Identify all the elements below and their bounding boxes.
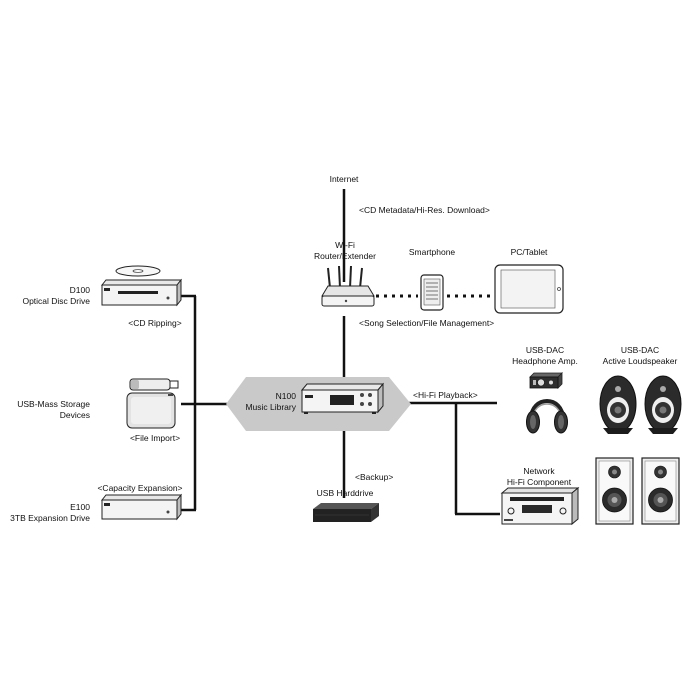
active-speaker-icon xyxy=(599,375,637,434)
internet-annotation: <CD Metadata/Hi-Res. Download> xyxy=(359,205,490,215)
e100-label-line2: 3TB Expansion Drive xyxy=(10,513,90,523)
headphones-icon xyxy=(526,399,568,434)
expansion-drive-icon xyxy=(100,493,183,521)
bookshelf-speaker-icon xyxy=(595,457,634,525)
hub-label-line1: N100 xyxy=(275,391,296,401)
d100-annotation: <CD Ripping> xyxy=(128,318,182,328)
hub-annotation: <Hi-Fi Playback> xyxy=(413,390,478,400)
bookshelf-speaker-icon xyxy=(641,457,680,525)
smartphone-label: Smartphone xyxy=(408,247,456,257)
router-annotation: <Song Selection/File Management> xyxy=(359,318,495,328)
headphone-amp-icon xyxy=(529,372,563,389)
router-icon xyxy=(321,265,375,307)
network-component-label-line2: Hi-Fi Component xyxy=(506,477,572,487)
active-speaker-icon xyxy=(644,375,682,434)
internet-label: Internet xyxy=(329,174,359,184)
usb-stick-icon xyxy=(129,378,179,391)
d100-label-line1: D100 xyxy=(69,285,90,295)
headphone-amp-label-line2: Headphone Amp. xyxy=(512,356,578,366)
connection-lines xyxy=(181,189,500,516)
usb-storage-label-line1: USB-Mass Storage xyxy=(17,399,90,409)
active-speaker-label-line1: USB-DAC xyxy=(620,345,660,355)
usb-harddrive-icon xyxy=(313,503,379,522)
d100-label-line2: Optical Disc Drive xyxy=(22,296,90,306)
network-receiver-icon xyxy=(500,486,580,526)
pc-label: PC/Tablet xyxy=(510,247,548,257)
tablet-icon xyxy=(494,264,564,314)
network-component-label-line1: Network xyxy=(523,466,555,476)
e100-annotation: <Capacity Expansion> xyxy=(97,483,183,493)
e100-label-line1: E100 xyxy=(70,502,90,512)
router-label-line1: Wi-Fi xyxy=(335,240,355,250)
hub-label-line2: Music Library xyxy=(245,402,296,412)
harddrive-annotation: <Backup> xyxy=(355,472,394,482)
music-server-icon xyxy=(300,382,385,414)
active-speaker-label-line2: Active Loudspeaker xyxy=(602,356,678,366)
optical-drive-icon xyxy=(100,278,183,307)
usb-storage-annotation: <File Import> xyxy=(129,433,181,443)
cd-disc-icon xyxy=(115,265,161,277)
usb-storage-label-line2: Devices xyxy=(59,410,90,420)
smartphone-icon xyxy=(420,274,444,311)
harddrive-label: USB Harddrive xyxy=(316,488,374,498)
router-label-line2: Router/Extender xyxy=(314,251,376,261)
external-drive-icon xyxy=(126,392,176,429)
headphone-amp-label-line1: USB-DAC xyxy=(525,345,565,355)
